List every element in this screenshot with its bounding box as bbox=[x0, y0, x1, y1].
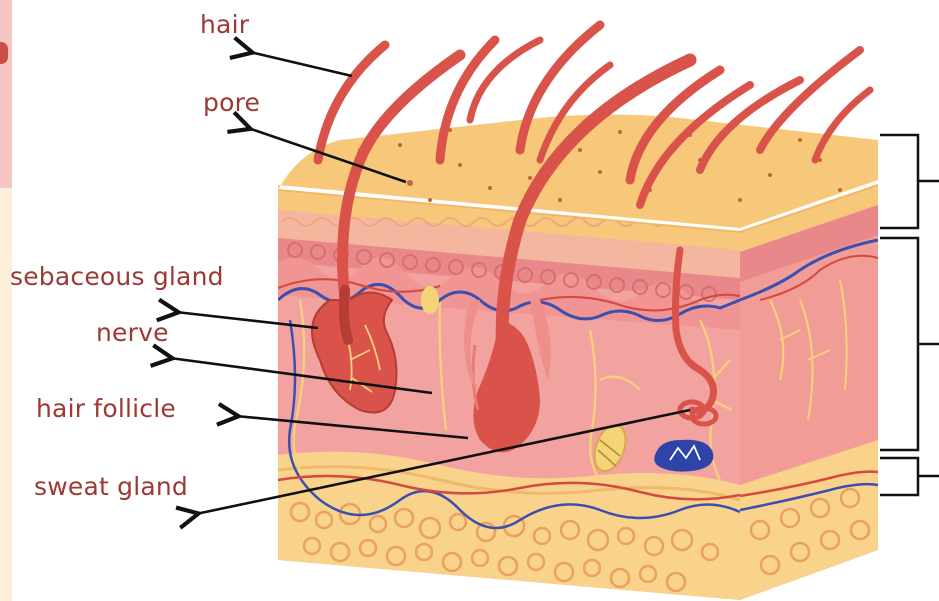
label-sebaceous-gland: sebaceous gland bbox=[10, 262, 224, 291]
label-nerve: nerve bbox=[96, 318, 169, 347]
hair-pointer bbox=[250, 52, 352, 76]
skin-block-side bbox=[735, 180, 885, 601]
layer-brackets bbox=[880, 135, 939, 495]
label-hair: hair bbox=[200, 10, 249, 39]
label-sweat-gland: sweat gland bbox=[34, 472, 188, 501]
label-pore: pore bbox=[203, 88, 260, 117]
label-hair-follicle: hair follicle bbox=[36, 394, 176, 423]
